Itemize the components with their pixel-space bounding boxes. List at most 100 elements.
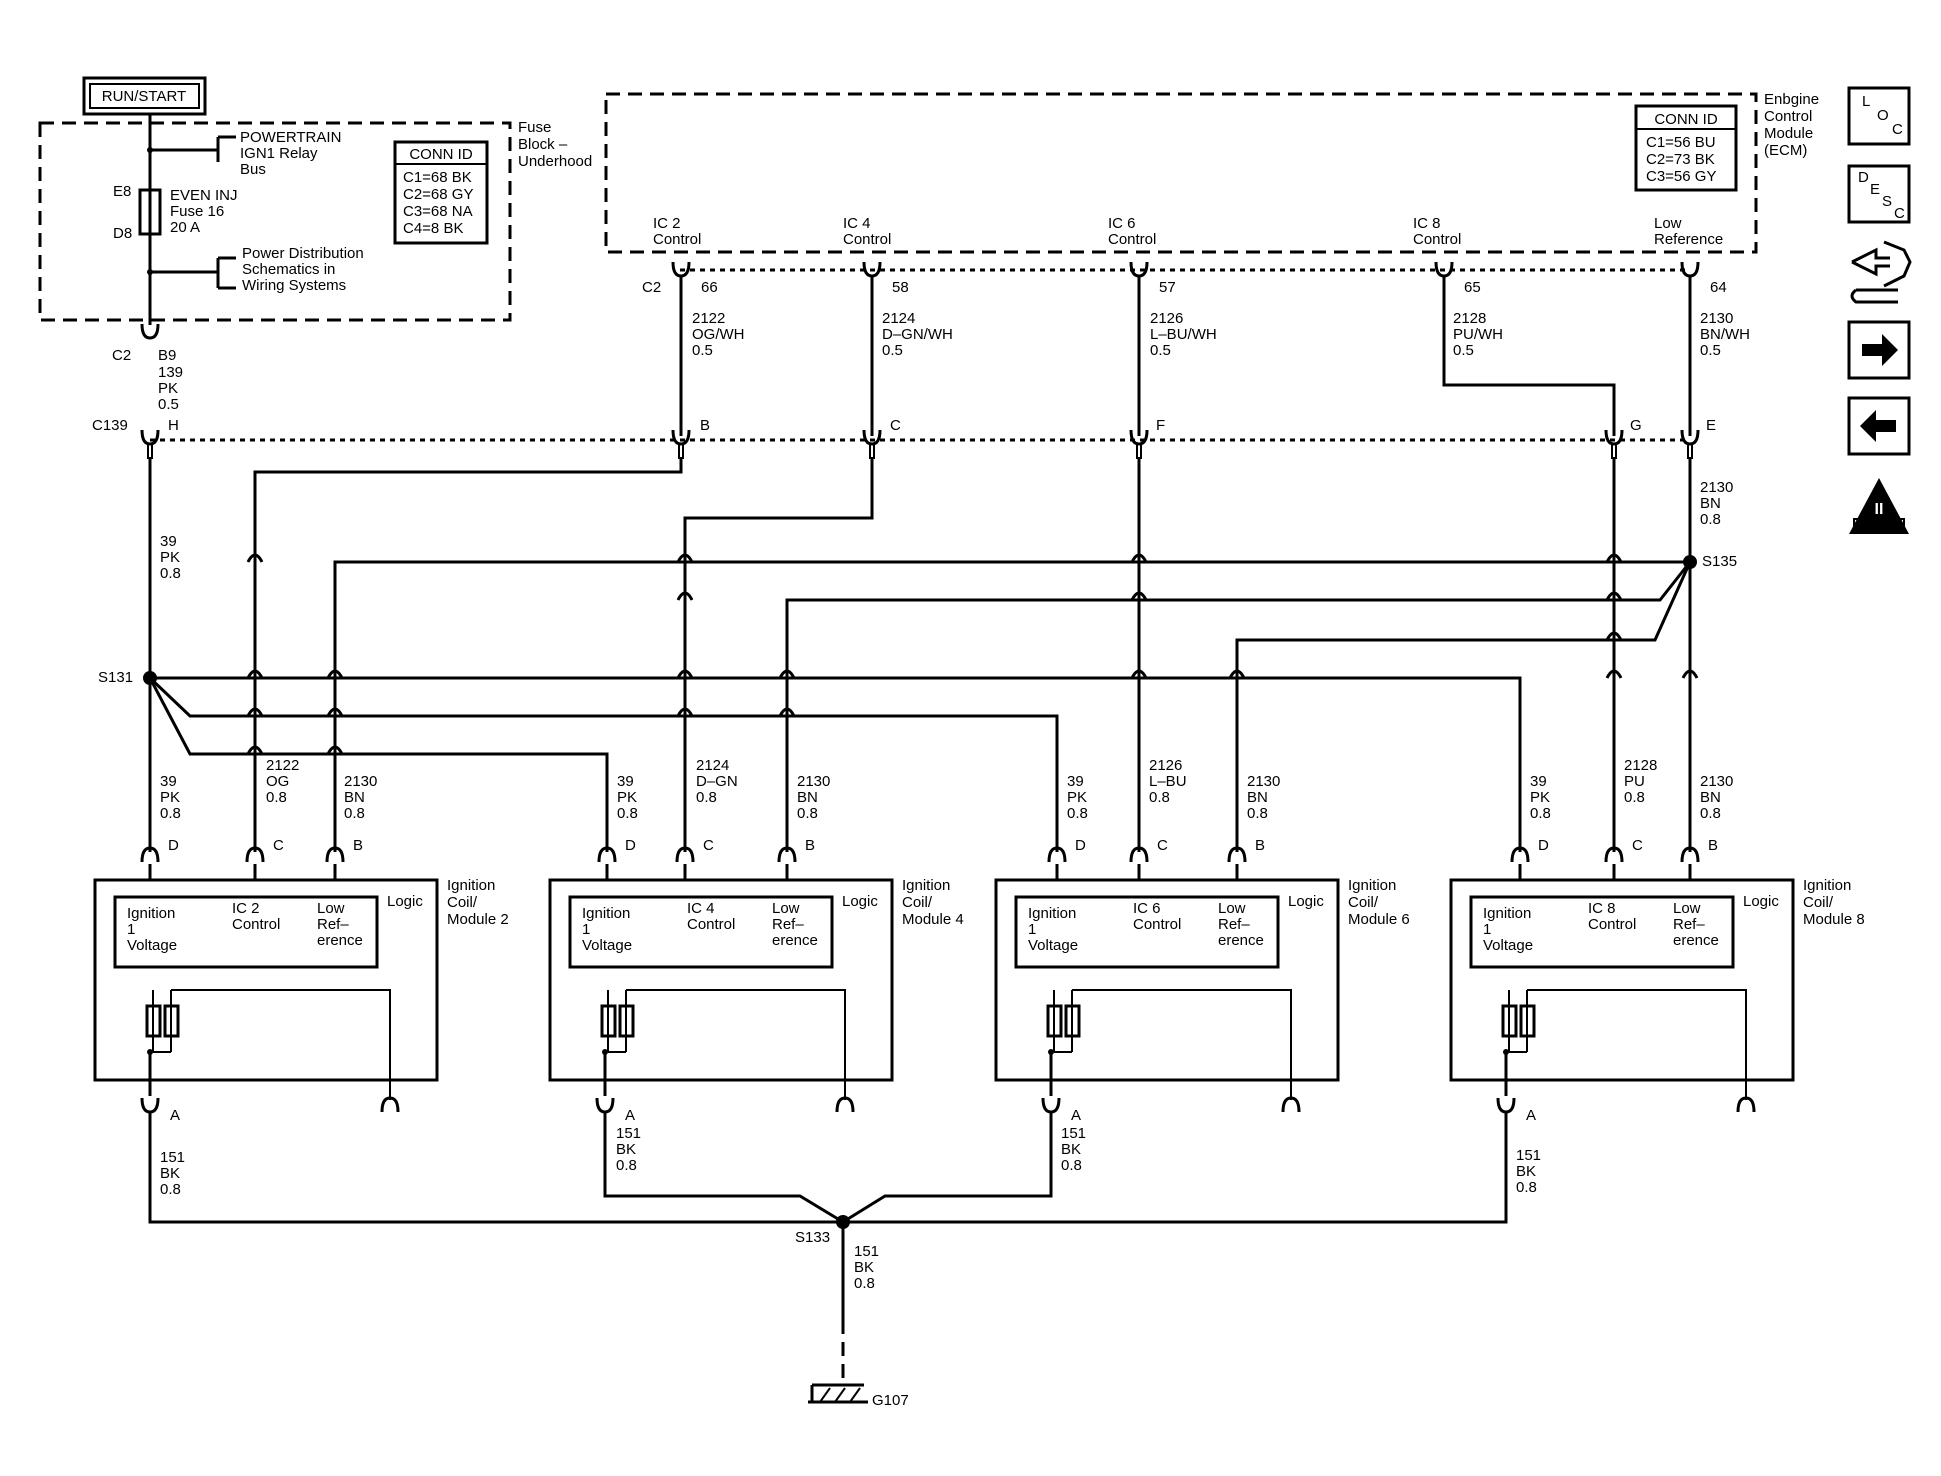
coil-ic-control-label: IC 6 bbox=[1133, 900, 1161, 917]
coil-pin-a-label: A bbox=[1071, 1107, 1081, 1124]
ecm-pin-number: 66 bbox=[701, 279, 718, 296]
ecm-outline bbox=[604, 92, 1758, 254]
c139-stub bbox=[678, 443, 684, 459]
wire-2130-to-coil2 bbox=[333, 560, 1690, 852]
c139-stub bbox=[869, 443, 875, 459]
coil-logic-box bbox=[1469, 895, 1735, 969]
coil-ic-control-label: Control bbox=[687, 916, 735, 933]
wire-crossover bbox=[1605, 553, 1623, 563]
fuse-16-body bbox=[138, 188, 162, 236]
coil-low-ref-label: Ref– bbox=[772, 916, 804, 933]
s135-label: S135 bbox=[1702, 553, 1737, 570]
coil-input-terminal bbox=[1227, 846, 1247, 863]
s133-label: S133 bbox=[795, 1229, 830, 1246]
coil-junction bbox=[1048, 1049, 1054, 1055]
coil-input-terminal bbox=[245, 846, 265, 863]
c139-pin-label: C bbox=[890, 417, 901, 434]
ecm-wire-label: D–GN/WH bbox=[882, 326, 953, 343]
fuse-c2-label: C2 bbox=[112, 347, 131, 364]
coil-junction bbox=[602, 1049, 608, 1055]
c139-stub bbox=[1611, 443, 1617, 459]
coil-pin-label: B bbox=[353, 837, 363, 854]
ecm-pin-function-label: Control bbox=[653, 231, 701, 248]
coil-ignition-label: Ignition bbox=[582, 905, 630, 922]
ecm-label: (ECM) bbox=[1764, 142, 1807, 159]
prev-page-button[interactable] bbox=[1847, 396, 1911, 456]
coil-wire-label: 0.8 bbox=[696, 789, 717, 806]
coil-wire-label: 0.8 bbox=[1149, 789, 1170, 806]
wire-39-to-coil8 bbox=[150, 676, 1522, 852]
coil-junction bbox=[1503, 1049, 1509, 1055]
coil-wire-label: 2126 bbox=[1149, 757, 1182, 774]
coil-a-terminal bbox=[1496, 1097, 1516, 1114]
fuse-block-label: Fuse bbox=[518, 119, 551, 136]
ecm-wire-label: 0.5 bbox=[1150, 342, 1171, 359]
coil-ignition-label: Ignition bbox=[1028, 905, 1076, 922]
ignition-coil-label: Module 4 bbox=[902, 911, 964, 928]
coil-input-terminal bbox=[1604, 846, 1624, 863]
coil-wire-label: 0.8 bbox=[1624, 789, 1645, 806]
ecm-c2-label: C2 bbox=[642, 279, 661, 296]
coil-wire-label: 39 bbox=[617, 773, 634, 790]
ignition-coil-label: Coil/ bbox=[1803, 894, 1834, 911]
ecm-wire-label: 0.5 bbox=[882, 342, 903, 359]
coil-input-terminal bbox=[325, 846, 345, 863]
wire-151-label: BK bbox=[616, 1141, 636, 1158]
coil-pin-label: D bbox=[1075, 837, 1086, 854]
coil-ignition-label: 1 bbox=[1028, 921, 1036, 938]
coil-wire-label: 39 bbox=[1530, 773, 1547, 790]
wire-2124-dgn bbox=[683, 458, 874, 852]
wire-39-to-coil6 bbox=[148, 676, 1059, 852]
ecm-pin-function-label: Low bbox=[1654, 215, 1682, 232]
coil-input-terminal bbox=[1510, 846, 1530, 863]
coil-ignition-label: Ignition bbox=[127, 905, 175, 922]
coil-pin-label: D bbox=[168, 837, 179, 854]
wire-crossover bbox=[1130, 591, 1148, 601]
ecm-wire-label: BN/WH bbox=[1700, 326, 1750, 343]
coil-wire-label: 0.8 bbox=[797, 805, 818, 822]
s131-label: S131 bbox=[98, 669, 133, 686]
tools-icon[interactable] bbox=[1850, 240, 1912, 304]
wire-2130-bn-label: BN bbox=[1700, 495, 1721, 512]
wire-39-pk-label: 39 bbox=[160, 533, 177, 550]
wire-crossover bbox=[676, 707, 694, 717]
ecm-conn-id-title: CONN ID bbox=[1654, 111, 1718, 128]
ecm-wire-label: OG/WH bbox=[692, 326, 745, 343]
coil-ic-control-label: IC 8 bbox=[1588, 900, 1616, 917]
coil-pin-label: B bbox=[1708, 837, 1718, 854]
coil-pin-label: D bbox=[1538, 837, 1549, 854]
coil-ic-control-label: IC 2 bbox=[232, 900, 260, 917]
coil-ic-control-label: IC 4 bbox=[687, 900, 715, 917]
coil-low-ref-label: erence bbox=[1218, 932, 1264, 949]
loc-button[interactable] bbox=[1847, 86, 1911, 146]
ecm-pin-function-label: IC 4 bbox=[843, 215, 871, 232]
coil-logic-label: Logic bbox=[387, 893, 423, 910]
coil-wire-label: L–BU bbox=[1149, 773, 1187, 790]
fuse-pin-d8: D8 bbox=[113, 225, 132, 242]
wire-139-label: 0.5 bbox=[158, 396, 179, 413]
ignition-coil-module bbox=[93, 878, 439, 1082]
ecm-wire-label: 0.5 bbox=[692, 342, 713, 359]
desc-button[interactable] bbox=[1847, 164, 1911, 224]
wire-crossover bbox=[1605, 669, 1623, 679]
wire-151-label: BK bbox=[1061, 1141, 1081, 1158]
coil-spark-terminal bbox=[1281, 1096, 1301, 1113]
ignition-coil-label: Module 6 bbox=[1348, 911, 1410, 928]
coil-wire-label: BN bbox=[344, 789, 365, 806]
ecm-pin-function-label: IC 8 bbox=[1413, 215, 1441, 232]
next-page-button[interactable] bbox=[1847, 320, 1911, 380]
c139-stub bbox=[1136, 443, 1142, 459]
wire-2130-bn-label: 2130 bbox=[1700, 479, 1733, 496]
ecm-wire-label: 2128 bbox=[1453, 310, 1486, 327]
wire-crossover bbox=[778, 707, 796, 717]
coil-wire-label: D–GN bbox=[696, 773, 738, 790]
coil-ic-control-label: Control bbox=[1588, 916, 1636, 933]
coil-pin-label: C bbox=[1632, 837, 1643, 854]
ignition-coil-label: Coil/ bbox=[902, 894, 933, 911]
wire-crossover bbox=[326, 707, 344, 717]
coil-wire-label: 2130 bbox=[344, 773, 377, 790]
coil-junction bbox=[147, 1049, 153, 1055]
powertrain-label: IGN1 Relay bbox=[240, 145, 318, 162]
c139-pin-h: H bbox=[168, 417, 179, 434]
coil-spark-terminal bbox=[1736, 1096, 1756, 1113]
